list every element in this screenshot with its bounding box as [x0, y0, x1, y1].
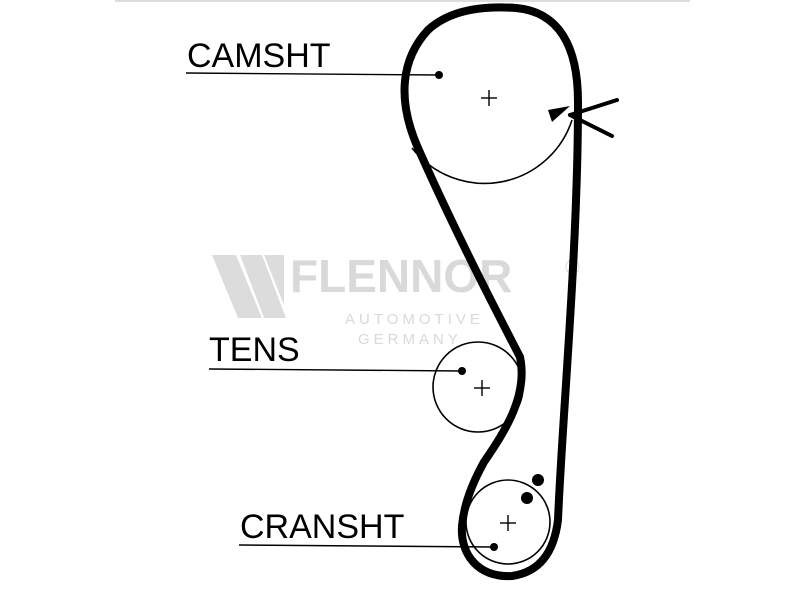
camshaft-leader-line — [185, 72, 440, 76]
watermark-line-automotive: AUTOMOTIVE — [345, 311, 484, 328]
tensioner-center-cross — [474, 380, 490, 396]
watermark-logo-mark — [212, 255, 286, 318]
crankshaft-label: CRANSHT — [240, 508, 404, 546]
crankshaft-timing-dot-upper — [532, 474, 544, 486]
camshaft-center-cross — [481, 90, 497, 106]
crankshaft-leader-line — [238, 544, 495, 548]
watermark: FLENNOR ® AUTOMOTIVE GERMANY — [212, 250, 580, 348]
watermark-line-germany: GERMANY — [358, 331, 462, 348]
camshaft-label: CAMSHT — [187, 37, 331, 75]
crankshaft-center-cross — [500, 515, 516, 531]
tensioner-label: TENS — [209, 331, 300, 369]
timing-belt — [400, 3, 582, 581]
crankshaft-timing-dot-lower — [521, 492, 533, 504]
camshaft-timing-mark — [548, 98, 619, 138]
camshaft-pulley-outline — [411, 119, 573, 185]
tensioner-leader-line — [208, 368, 463, 372]
